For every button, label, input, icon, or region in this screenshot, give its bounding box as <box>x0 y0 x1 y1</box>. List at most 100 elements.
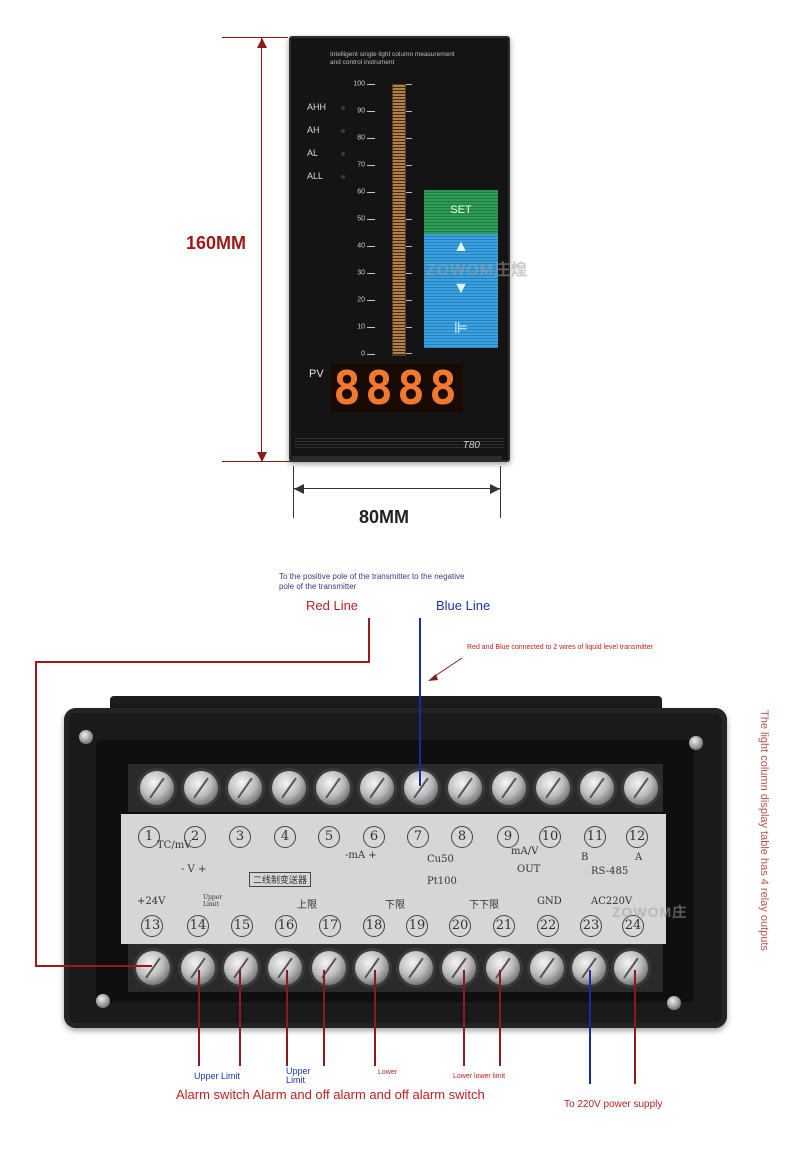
dimension-tick-top <box>222 37 288 38</box>
height-dimension-line <box>261 38 262 461</box>
terminal-number: 8 <box>451 826 473 848</box>
alarm-led-all <box>341 175 345 179</box>
alarm-label-ah: AH <box>307 125 320 135</box>
terminal-number: 2 <box>184 826 206 848</box>
terminal-screw[interactable] <box>312 951 346 985</box>
panel-bottom-stripes <box>295 438 504 450</box>
alarm-led-ahh <box>341 106 345 110</box>
terminal-screw[interactable] <box>184 771 218 805</box>
terminal-number: 17 <box>319 915 341 937</box>
plate-cu50: Cu50 <box>427 854 454 865</box>
plate-pt100: Pt100 <box>427 876 457 887</box>
note-arrow <box>428 657 463 681</box>
pv-led-display: 8 8 8 8 <box>331 364 463 412</box>
terminal-screw[interactable] <box>580 771 614 805</box>
mount-screw <box>79 730 93 744</box>
pv-label: PV <box>309 368 324 380</box>
panel-title: Intelligent single light column measurem… <box>330 51 480 67</box>
red-line-label: Red Line <box>306 598 359 613</box>
lower-lower-limit-label: Lower lower limit <box>453 1073 506 1080</box>
led-digit: 8 <box>333 361 361 415</box>
panel-title-line1: Intelligent single light column measurem… <box>330 51 455 58</box>
terminal-number: 15 <box>231 915 253 937</box>
scale-tick <box>367 111 375 112</box>
scale-label: 80 <box>357 134 365 142</box>
terminal-number: 14 <box>187 915 209 937</box>
transmitter-note-line2: pole of the transmitter <box>279 582 357 591</box>
upper-limit-label: Upper Limit <box>194 1071 241 1081</box>
bar-scale: 100 90 80 70 60 50 40 30 20 10 0 <box>353 81 397 358</box>
shift-key[interactable]: ⊫ <box>454 320 468 337</box>
plate-two-wire: 二线制变送器 <box>249 872 312 887</box>
terminal-number: 5 <box>318 826 340 848</box>
terminal-screw[interactable] <box>316 771 350 805</box>
plate-rs485: RS-485 <box>591 866 629 877</box>
power-supply-label: To 220V power supply <box>564 1099 663 1110</box>
terminal-label-plate: 1 2 3 4 5 6 7 8 9 10 11 12 TC/mV - V + -… <box>121 814 666 944</box>
plate-out: OUT <box>517 864 541 875</box>
terminal-number: 16 <box>275 915 297 937</box>
brand-watermark-top: ZOWOM庄煌 <box>426 262 529 279</box>
terminal-screw[interactable] <box>136 951 170 985</box>
terminal-screw[interactable] <box>536 771 570 805</box>
mount-screw <box>667 996 681 1010</box>
terminal-screw[interactable] <box>442 951 476 985</box>
bar-right-ticks <box>406 84 412 354</box>
terminal-number: 13 <box>141 915 163 937</box>
upper-label-line1: Upper <box>286 1066 311 1076</box>
terminal-screw[interactable] <box>624 771 658 805</box>
red-blue-note: Red and Blue connected to 2 wires of liq… <box>467 644 653 651</box>
scale-label: 40 <box>357 242 365 250</box>
plate-a: A <box>635 852 643 863</box>
terminal-screw[interactable] <box>448 771 482 805</box>
terminal-screw[interactable] <box>399 951 433 985</box>
terminal-screw[interactable] <box>355 951 389 985</box>
terminal-number: 21 <box>493 915 515 937</box>
terminal-number: 23 <box>580 915 602 937</box>
dimension-tick-bottom <box>222 461 292 462</box>
width-dimension-label: 80MM <box>359 507 410 527</box>
upper-label: Upper Limit <box>286 1067 311 1085</box>
down-arrow-key[interactable]: ▼ <box>453 280 469 297</box>
set-key[interactable]: SET <box>424 190 498 234</box>
led-digit: 8 <box>397 361 425 415</box>
scale-label: 60 <box>357 188 365 196</box>
terminal-screw[interactable] <box>486 951 520 985</box>
alarm-label-all: ALL <box>307 171 324 181</box>
terminal-number: 24 <box>622 915 644 937</box>
terminal-number: 12 <box>626 826 648 848</box>
terminal-screw[interactable] <box>228 771 262 805</box>
light-column-bar <box>392 84 406 356</box>
plate-upper-limit-cn: 上限 <box>297 900 317 911</box>
terminal-screw[interactable] <box>492 771 526 805</box>
plate-v: - V + <box>181 864 207 875</box>
instrument-front-panel: Intelligent single light column measurem… <box>289 36 510 462</box>
terminal-number: 20 <box>449 915 471 937</box>
upper-label-line2: Limit <box>286 1075 306 1085</box>
plate-ma: -mA + <box>345 850 377 861</box>
scale-tick <box>367 246 375 247</box>
scale-tick <box>367 327 375 328</box>
terminal-screw[interactable] <box>360 771 394 805</box>
alarm-led-al <box>341 152 345 156</box>
up-arrow-key[interactable]: ▲ <box>453 238 469 255</box>
alarm-label-al: AL <box>307 148 319 158</box>
plate-b: B <box>581 852 589 863</box>
mount-screw <box>96 994 110 1008</box>
terminal-screw[interactable] <box>530 951 564 985</box>
mount-screw <box>689 736 703 750</box>
red-wire <box>35 618 370 967</box>
terminal-screw[interactable] <box>140 771 174 805</box>
scale-tick <box>367 84 375 85</box>
alarm-led-ah <box>341 129 345 133</box>
height-dimension-label: 160MM <box>186 233 247 253</box>
terminal-screw[interactable] <box>614 951 648 985</box>
scale-label: 20 <box>357 296 365 304</box>
blue-line-label: Blue Line <box>436 598 491 613</box>
navigation-keypad: ▲ ▼ ⊫ <box>424 234 498 348</box>
terminal-screw[interactable] <box>268 951 302 985</box>
terminal-number: 11 <box>584 826 606 848</box>
scale-tick <box>367 300 375 301</box>
terminal-screw[interactable] <box>272 771 306 805</box>
